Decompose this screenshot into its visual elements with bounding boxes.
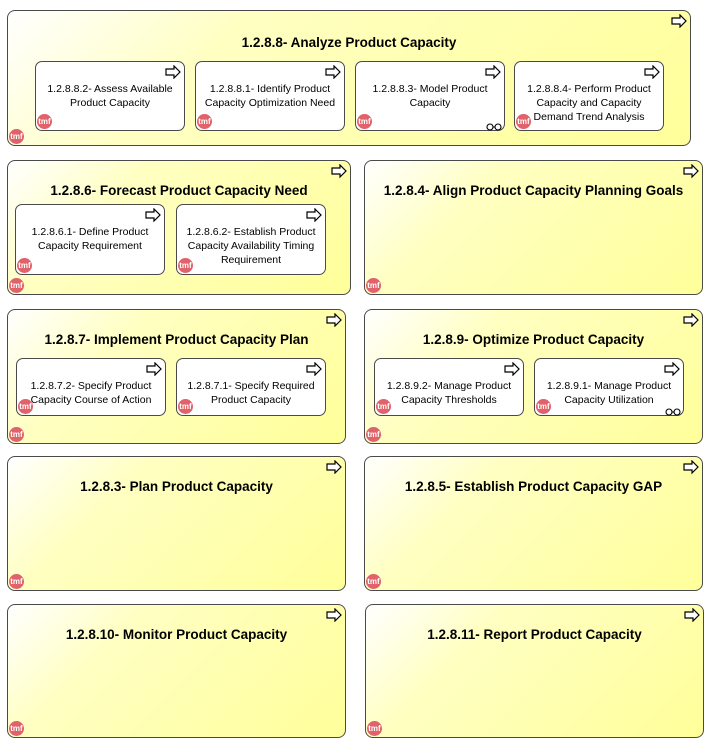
- process-title: 1.2.8.11- Report Product Capacity: [427, 627, 642, 642]
- tmf-logo-icon: tmf: [516, 114, 531, 129]
- process-arrow-icon: [644, 64, 660, 80]
- sub-process-label: 1.2.8.7.1- Specify Required Product Capa…: [187, 380, 315, 406]
- sub-process-box[interactable]: 1.2.8.9.2- Manage Product Capacity Thres…: [374, 358, 524, 416]
- process-box-1283[interactable]: 1.2.8.3- Plan Product Capacity tmf: [7, 456, 346, 591]
- process-arrow-icon: [145, 207, 161, 223]
- tmf-logo-icon: tmf: [366, 427, 381, 442]
- sub-process-label: 1.2.8.6.1- Define Product Capacity Requi…: [31, 226, 149, 252]
- sub-process-box[interactable]: 1.2.8.7.2- Specify Product Capacity Cour…: [16, 358, 166, 416]
- sub-process-label: 1.2.8.8.3- Model Product Capacity: [372, 83, 488, 109]
- tmf-logo-icon: tmf: [9, 427, 24, 442]
- sub-process-label: 1.2.8.8.2- Assess Available Product Capa…: [47, 83, 173, 109]
- tmf-logo-icon: tmf: [367, 721, 382, 736]
- process-arrow-icon: [325, 64, 341, 80]
- tmf-logo-icon: tmf: [376, 399, 391, 414]
- sub-process-box[interactable]: 1.2.8.6.2- Establish Product Capacity Av…: [176, 204, 326, 275]
- process-arrow-icon: [671, 13, 687, 29]
- process-title: 1.2.8.10- Monitor Product Capacity: [65, 627, 288, 642]
- tmf-logo-icon: tmf: [9, 574, 24, 589]
- process-title: 1.2.8.6- Forecast Product Capacity Need: [50, 183, 308, 198]
- sub-process-box[interactable]: 1.2.8.9.1- Manage Product Capacity Utili…: [534, 358, 684, 416]
- sub-process-box[interactable]: 1.2.8.7.1- Specify Required Product Capa…: [176, 358, 326, 416]
- process-title: 1.2.8.9- Optimize Product Capacity: [422, 332, 645, 347]
- process-arrow-icon: [146, 361, 162, 377]
- tmf-logo-icon: tmf: [366, 574, 381, 589]
- tmf-logo-icon: tmf: [178, 399, 193, 414]
- process-arrow-icon: [165, 64, 181, 80]
- sub-process-label: 1.2.8.9.2- Manage Product Capacity Thres…: [386, 380, 512, 406]
- process-arrow-icon: [683, 312, 699, 328]
- process-arrow-icon: [684, 607, 700, 623]
- process-box-12810[interactable]: 1.2.8.10- Monitor Product Capacity tmf: [7, 604, 346, 738]
- tmf-logo-icon: tmf: [37, 114, 52, 129]
- process-arrow-icon: [326, 607, 342, 623]
- chain-link-icon: [665, 403, 681, 416]
- tmf-logo-icon: tmf: [9, 721, 24, 736]
- process-box-1284[interactable]: 1.2.8.4- Align Product Capacity Planning…: [364, 160, 703, 295]
- tmf-logo-icon: tmf: [536, 399, 551, 414]
- sub-process-box[interactable]: 1.2.8.8.2- Assess Available Product Capa…: [35, 61, 185, 131]
- tmf-logo-icon: tmf: [178, 258, 193, 273]
- process-arrow-icon: [664, 361, 680, 377]
- tmf-logo-icon: tmf: [9, 278, 24, 293]
- sub-process-label: 1.2.8.7.2- Specify Product Capacity Cour…: [30, 380, 152, 406]
- sub-process-label: 1.2.8.8.1- Identify Product Capacity Opt…: [204, 83, 336, 109]
- tmf-logo-icon: tmf: [9, 129, 24, 144]
- process-arrow-icon: [306, 361, 322, 377]
- tmf-logo-icon: tmf: [197, 114, 212, 129]
- tmf-logo-icon: tmf: [18, 399, 33, 414]
- process-title: 1.2.8.3- Plan Product Capacity: [80, 479, 273, 494]
- sub-process-label: 1.2.8.9.1- Manage Product Capacity Utili…: [546, 380, 672, 406]
- process-title: 1.2.8.4- Align Product Capacity Planning…: [383, 183, 684, 198]
- process-arrow-icon: [331, 163, 347, 179]
- process-title: 1.2.8.8- Analyze Product Capacity: [241, 35, 457, 50]
- process-box-12811[interactable]: 1.2.8.11- Report Product Capacity tmf: [365, 604, 704, 738]
- sub-process-box[interactable]: 1.2.8.8.1- Identify Product Capacity Opt…: [195, 61, 345, 131]
- process-arrow-icon: [485, 64, 501, 80]
- process-box-1285[interactable]: 1.2.8.5- Establish Product Capacity GAP t…: [364, 456, 703, 591]
- process-arrow-icon: [683, 459, 699, 475]
- sub-process-box[interactable]: 1.2.8.8.4- Perform Product Capacity and …: [514, 61, 664, 131]
- process-arrow-icon: [306, 207, 322, 223]
- sub-process-box[interactable]: 1.2.8.6.1- Define Product Capacity Requi…: [15, 204, 165, 275]
- process-arrow-icon: [326, 312, 342, 328]
- tmf-logo-icon: tmf: [17, 258, 32, 273]
- process-title: 1.2.8.7- Implement Product Capacity Plan: [44, 332, 309, 347]
- process-title: 1.2.8.5- Establish Product Capacity GAP: [404, 479, 663, 494]
- process-arrow-icon: [504, 361, 520, 377]
- tmf-logo-icon: tmf: [366, 278, 381, 293]
- process-arrow-icon: [326, 459, 342, 475]
- sub-process-label: 1.2.8.8.4- Perform Product Capacity and …: [527, 83, 651, 123]
- sub-process-label: 1.2.8.6.2- Establish Product Capacity Av…: [186, 226, 316, 266]
- chain-link-icon: [486, 118, 502, 131]
- process-arrow-icon: [683, 163, 699, 179]
- tmf-logo-icon: tmf: [357, 114, 372, 129]
